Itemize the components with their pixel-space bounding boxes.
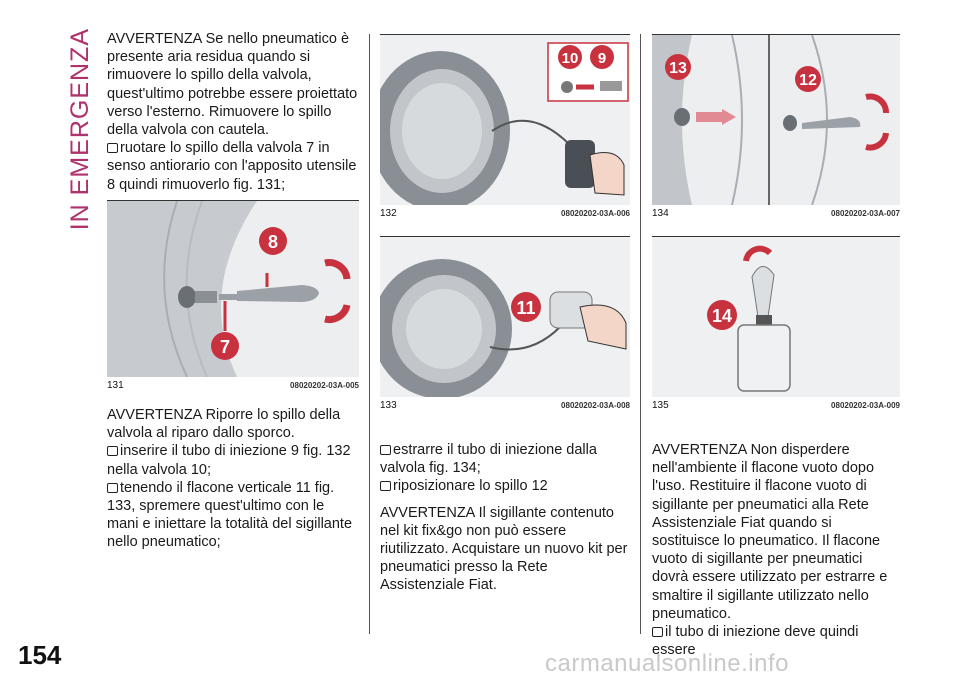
column-2-text: estrarre il tubo di iniezione dalla valv…	[380, 441, 630, 595]
warning-paragraph: AVVERTENZA Se nello pneumatico è present…	[107, 31, 358, 139]
callout-14: 14	[712, 306, 732, 326]
callout-9: 9	[598, 50, 606, 67]
checkbox-bullet-icon	[107, 482, 118, 493]
figure-code: 08020202-03A-009	[831, 401, 900, 410]
step-item: inserire il tubo di iniezione 9 fig. 132…	[107, 443, 351, 478]
warning-paragraph: AVVERTENZA Il sigillante contenuto nel k…	[380, 504, 628, 594]
figure-135: 14 135 08020202-03A-009	[652, 236, 900, 411]
figure-number: 131	[107, 380, 124, 391]
figure-131: 8 7 131 08020202-03A-005	[107, 200, 359, 391]
callout-11: 11	[516, 298, 535, 318]
checkbox-bullet-icon	[380, 445, 391, 455]
warning-paragraph: AVVERTENZA Non disperdere nell'ambiente …	[652, 442, 888, 622]
figure-number: 132	[380, 208, 397, 219]
checkbox-bullet-icon	[380, 481, 391, 492]
page-number: 154	[18, 640, 62, 670]
figure-131-illustration: 8 7	[107, 201, 359, 377]
column-1-lower: AVVERTENZA Riporre lo spillo della valvo…	[107, 406, 359, 552]
checkbox-bullet-icon	[107, 143, 118, 154]
figure-code: 08020202-03A-005	[290, 381, 359, 390]
figure-133-illustration: 11	[380, 237, 630, 397]
figure-133: 11 133 08020202-03A-008	[380, 236, 630, 411]
checkbox-bullet-icon	[107, 446, 118, 457]
callout-10: 10	[562, 50, 579, 67]
callout-13: 13	[669, 60, 687, 77]
watermark: carmanualsonline.info	[545, 650, 789, 677]
step-item: il tubo di iniezione deve quindi essere	[652, 624, 859, 659]
figure-code: 08020202-03A-008	[561, 401, 630, 410]
figure-132: 10 9 132 08020202-03A-006	[380, 34, 630, 219]
figure-code: 08020202-03A-007	[831, 209, 900, 218]
step-item: tenendo il flacone verticale 11 fig. 133…	[107, 479, 353, 551]
step-item: ruotare lo spillo della valvola 7 in sen…	[107, 140, 357, 193]
figure-134-illustration: 13 12	[652, 35, 900, 205]
column-1: AVVERTENZA Se nello pneumatico è present…	[107, 30, 359, 194]
figure-number: 134	[652, 208, 669, 219]
figure-number: 133	[380, 400, 397, 411]
callout-12: 12	[799, 72, 817, 89]
column-3-text: AVVERTENZA Non disperdere nell'ambiente …	[652, 441, 900, 659]
figure-134: 13 12 134 08020202-03A-007	[652, 34, 900, 219]
figure-135-illustration: 14	[652, 237, 900, 397]
step-item: riposizionare lo spillo 12	[380, 477, 630, 495]
callout-7: 7	[220, 337, 230, 357]
column-divider	[369, 34, 370, 634]
figure-number: 135	[652, 400, 669, 411]
figure-code: 08020202-03A-006	[561, 209, 630, 218]
step-item: estrarre il tubo di iniezione dalla valv…	[380, 442, 597, 477]
warning-paragraph: AVVERTENZA Riporre lo spillo della valvo…	[107, 407, 341, 442]
callout-8: 8	[268, 232, 278, 252]
figure-132-illustration: 10 9	[380, 35, 630, 205]
checkbox-bullet-icon	[652, 627, 663, 638]
section-title: IN EMERGENZA	[65, 28, 94, 231]
column-divider	[640, 34, 641, 634]
